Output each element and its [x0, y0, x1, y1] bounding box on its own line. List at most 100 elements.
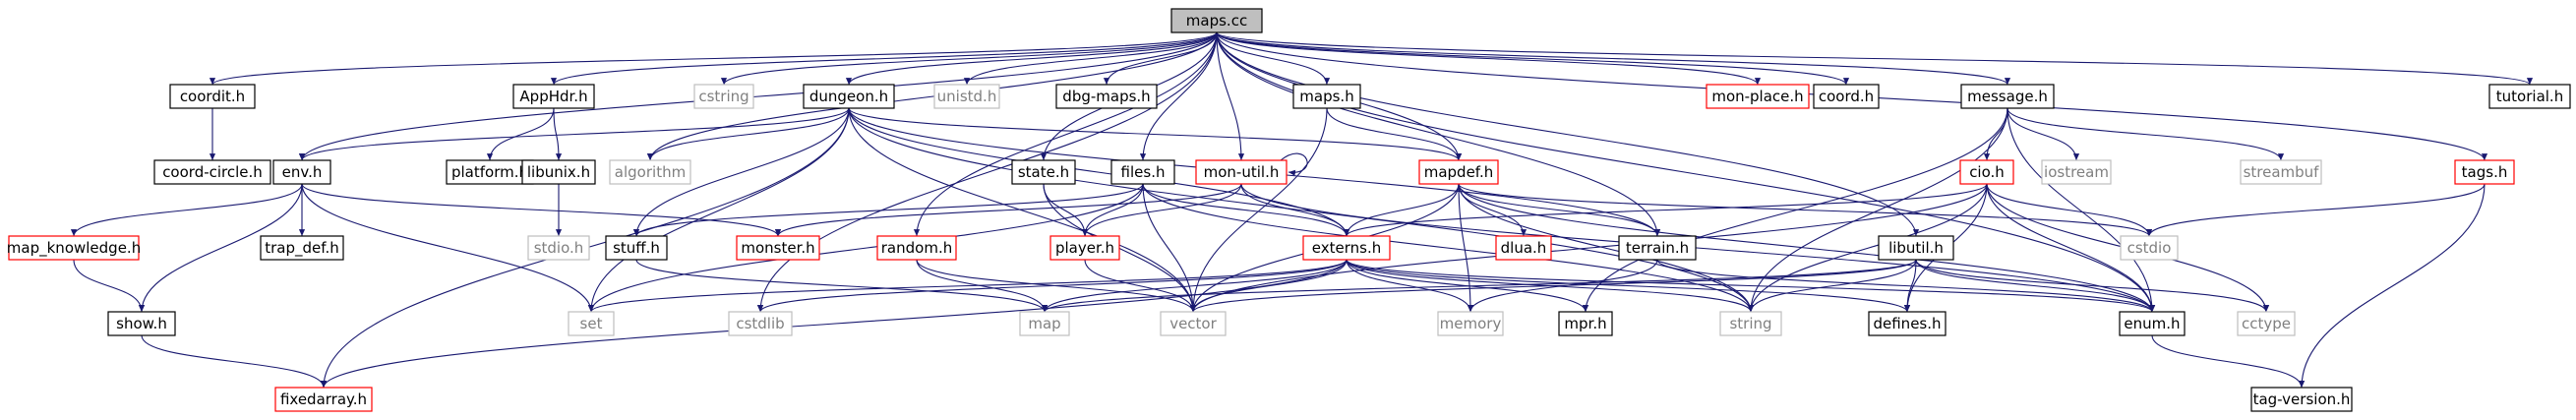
edge-maps_cc-to-coord_h: [1216, 31, 1849, 86]
node-label-cstdlib: cstdlib: [736, 315, 784, 332]
edge-env_h-to-monster_h: [301, 183, 781, 237]
node-mon-util-h[interactable]: mon-util.h: [1195, 159, 1288, 185]
node-set[interactable]: set: [568, 311, 615, 336]
node-box-externs-h: [1302, 235, 1391, 261]
node-vector[interactable]: vector: [1160, 311, 1227, 336]
node-label-fixedarray-h: fixedarray.h: [280, 390, 367, 408]
edge-libutil_h-to-string: [1747, 259, 1917, 313]
node-label-iostream: iostream: [2044, 163, 2109, 181]
edge-mon_util_h-to-mon_util_h: [1280, 152, 1308, 176]
node-dungeon-h[interactable]: dungeon.h: [803, 84, 895, 109]
node-tutorial-h[interactable]: tutorial.h: [2488, 84, 2571, 109]
node-label-dungeon-h: dungeon.h: [809, 88, 888, 105]
node-cctype[interactable]: cctype: [2237, 311, 2296, 336]
node-libutil-h[interactable]: libutil.h: [1878, 235, 1954, 261]
node-map[interactable]: map: [1019, 311, 1070, 336]
node-enum-h[interactable]: enum.h: [2119, 311, 2186, 336]
node-stdio-h[interactable]: stdio.h: [527, 235, 590, 261]
node-label-libutil-h: libutil.h: [1888, 239, 1944, 257]
node-box-string: [1719, 311, 1782, 336]
node-unistd-h[interactable]: unistd.h: [933, 84, 1000, 109]
node-monster-h[interactable]: monster.h: [736, 235, 820, 261]
node-box-defines-h: [1868, 311, 1947, 336]
node-message-h[interactable]: message.h: [1960, 84, 2055, 109]
node-cio-h[interactable]: cio.h: [1959, 159, 2014, 185]
node-string[interactable]: string: [1719, 311, 1782, 336]
node-box-memory: [1437, 311, 1504, 336]
edge-mon_util_h-to-player_h: [1081, 183, 1242, 237]
node-externs-h[interactable]: externs.h: [1302, 235, 1391, 261]
node-terrain-h[interactable]: terrain.h: [1618, 235, 1697, 261]
edge-files_h-to-player_h: [1081, 183, 1144, 237]
node-maps-h[interactable]: maps.h: [1292, 84, 1361, 109]
node-algorithm[interactable]: algorithm: [609, 159, 691, 185]
node-mapdef-h[interactable]: mapdef.h: [1418, 159, 1499, 185]
node-label-cstdio: cstdio: [2127, 239, 2172, 257]
edge-apphdr_h-to-platform_h: [486, 107, 555, 161]
node-box-stuff-h: [605, 235, 668, 261]
node-cstring[interactable]: cstring: [693, 84, 754, 109]
node-libunix-h[interactable]: libunix.h: [521, 159, 596, 185]
edge-dungeon_h-to-set: [587, 107, 850, 313]
node-cstdlib[interactable]: cstdlib: [728, 311, 793, 336]
node-show-h[interactable]: show.h: [107, 311, 176, 336]
edge-maps_cc-to-maps_h: [1216, 31, 1331, 86]
node-mon-place-h[interactable]: mon-place.h: [1706, 84, 1810, 109]
node-box-set: [568, 311, 615, 336]
node-files-h[interactable]: files.h: [1110, 159, 1175, 185]
edge-maps_cc-to-algorithm: [646, 31, 1218, 161]
node-label-terrain-h: terrain.h: [1626, 239, 1689, 257]
node-box-tag-version-h: [2250, 387, 2353, 412]
edge-maps_cc-to-mon_util_h: [1216, 31, 1245, 161]
node-box-files-h: [1110, 159, 1175, 185]
node-box-tutorial-h: [2488, 84, 2571, 109]
edge-dungeon_h-to-algorithm: [646, 107, 850, 161]
node-coord-h[interactable]: coord.h: [1813, 84, 1880, 109]
node-dbg-maps-h[interactable]: dbg-maps.h: [1055, 84, 1158, 109]
node-cstdio[interactable]: cstdio: [2120, 235, 2179, 261]
node-dlua-h[interactable]: dlua.h: [1495, 235, 1552, 261]
node-env-h[interactable]: env.h: [272, 159, 331, 185]
node-trap-def-h[interactable]: trap_def.h: [260, 235, 344, 261]
node-box-env-h: [272, 159, 331, 185]
node-apphdr-h[interactable]: AppHdr.h: [512, 84, 595, 109]
node-label-externs-h: externs.h: [1312, 239, 1381, 257]
node-map-knowledge-h[interactable]: map_knowledge.h: [7, 235, 141, 261]
node-maps-cc[interactable]: maps.cc: [1170, 8, 1263, 33]
edge-maps_cc-to-enum_h: [1216, 31, 2156, 313]
edge-maps_cc-to-mon_place_h: [1216, 31, 1761, 86]
node-platform-h[interactable]: platform.h: [446, 159, 534, 185]
node-box-map-knowledge-h: [8, 235, 140, 261]
node-coordit-h[interactable]: coordit.h: [169, 84, 256, 109]
edge-libutil_h-to-cctype: [1915, 259, 2269, 313]
node-box-map: [1019, 311, 1070, 336]
node-label-memory: memory: [1440, 315, 1502, 332]
node-box-tags-h: [2454, 159, 2515, 185]
node-memory[interactable]: memory: [1437, 311, 1504, 336]
edge-libutil_h-to-enum_h: [1915, 259, 2156, 313]
edge-files_h-to-externs_h: [1142, 183, 1350, 237]
node-iostream[interactable]: iostream: [2041, 159, 2112, 185]
edge-enum_h-to-tag_version_h: [2151, 334, 2306, 389]
node-label-maps-h: maps.h: [1299, 88, 1353, 105]
node-stuff-h[interactable]: stuff.h: [605, 235, 668, 261]
node-state-h[interactable]: state.h: [1011, 159, 1076, 185]
node-random-h[interactable]: random.h: [876, 235, 957, 261]
node-fixedarray-h[interactable]: fixedarray.h: [274, 387, 373, 412]
node-tag-version-h[interactable]: tag-version.h: [2250, 387, 2353, 412]
node-mpr-h[interactable]: mpr.h: [1558, 311, 1613, 336]
node-streambuf[interactable]: streambuf: [2240, 159, 2322, 185]
node-label-cstring: cstring: [698, 88, 749, 105]
node-player-h[interactable]: player.h: [1049, 235, 1120, 261]
edge-dungeon_h-to-externs_h: [848, 107, 1350, 237]
node-coord-circle-h[interactable]: coord-circle.h: [153, 159, 271, 185]
node-box-dlua-h: [1495, 235, 1552, 261]
node-defines-h[interactable]: defines.h: [1868, 311, 1947, 336]
node-box-fixedarray-h: [274, 387, 373, 412]
node-tags-h[interactable]: tags.h: [2454, 159, 2515, 185]
nodes: maps.cc coordit.h AppHdr.h cstring dungeon.h…: [7, 8, 2571, 412]
edge-apphdr_h-to-libunix_h: [553, 107, 563, 161]
node-label-coordit-h: coordit.h: [180, 88, 245, 105]
node-box-coord-circle-h: [153, 159, 271, 185]
node-label-map-knowledge-h: map_knowledge.h: [7, 239, 141, 258]
